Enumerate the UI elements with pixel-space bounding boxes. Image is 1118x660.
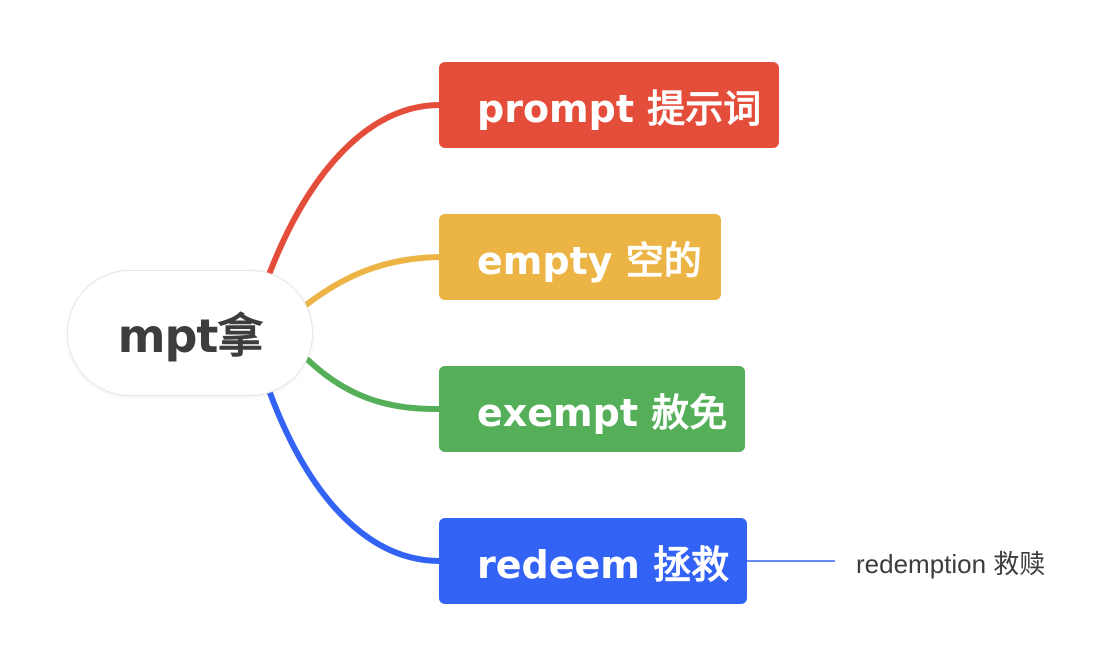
- connector-redeem: [267, 390, 443, 564]
- topic-empty[interactable]: empty 空的: [439, 214, 721, 300]
- central-topic[interactable]: mpt拿: [67, 270, 313, 396]
- topic-exempt[interactable]: exempt 赦免: [439, 366, 745, 452]
- connector-exempt: [305, 357, 443, 413]
- topic-prompt[interactable]: prompt 提示词: [439, 62, 779, 148]
- subtopic-redemption[interactable]: redemption 救赎: [856, 548, 1046, 579]
- topic-redeem[interactable]: redeem 拯救: [439, 518, 747, 604]
- connector-empty: [303, 254, 443, 308]
- connector-prompt: [267, 102, 443, 275]
